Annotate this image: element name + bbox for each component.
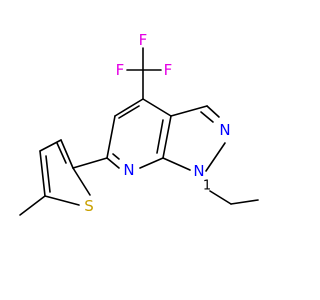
bond-c6-n7-inner [112,153,120,160]
pyridine-nitrogen-label: N [123,161,134,179]
bond-c3a-c3 [170,105,208,117]
bond-c7a-c3a [162,115,172,159]
bond-skeleton [19,47,259,216]
bond-c6-thiophene [72,157,108,169]
n1-locant-label: 1 [203,179,211,194]
bond-n1-c7a [162,157,191,171]
bond-th-c5-s [44,195,80,206]
bond-c4-c5 [114,98,144,117]
bond-c3a-c4 [142,98,172,117]
fluorine-label-left: F [116,61,125,79]
bond-th-methyl [19,195,46,216]
bond-c5-c6 [106,115,116,159]
pyrazole-n1-label: N [193,162,204,180]
bond-n7-c7a [139,157,164,169]
bond-c6-n7 [106,157,120,169]
bond-n1-ch2 [209,190,232,205]
bond-th-s-c2 [72,167,91,196]
bond-n2-n1 [205,142,226,172]
molecule-structure: F F F N N N S 1 [19,31,259,216]
bond-th-c2-c3 [60,139,74,169]
bond-th-c4-c5 [39,150,46,197]
sulfur-label: S [84,197,94,215]
bond-th-c3-c4 [39,139,62,152]
fluorine-label-top: F [139,31,148,49]
fluorine-label-right: F [164,61,173,79]
bond-th-c4-c5-inner [45,155,51,193]
pyrazole-n2-label: N [219,121,230,139]
bond-c3-n2 [206,105,220,118]
bond-c3-n2-inner [200,111,214,123]
bond-th-c2-c3-inner [56,142,67,164]
bond-ch2-ch3 [230,199,259,205]
bond-c7a-c3a-inner [156,119,164,154]
bond-c4-c5-inner [118,105,140,119]
atom-labels: F F F N N N S 1 [84,31,230,215]
